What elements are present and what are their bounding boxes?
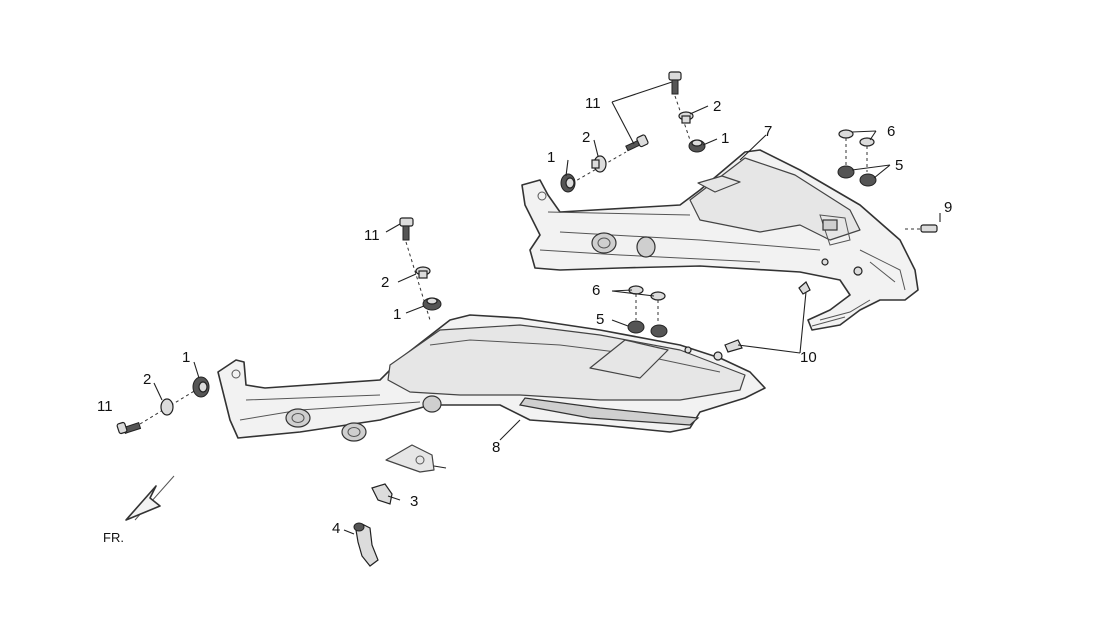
front-direction-arrow: FR. [103, 475, 175, 545]
plug-pair [724, 281, 811, 353]
side-cover-upper [521, 149, 919, 331]
callout-6-top: 6 [887, 123, 895, 140]
callout-3: 3 [410, 493, 418, 510]
callout-1-mid: 1 [393, 306, 401, 323]
callout-2-mid: 2 [381, 274, 389, 291]
callout-11-mid: 11 [364, 227, 380, 244]
callout-6-mid: 6 [592, 282, 600, 299]
clip-set-mid [627, 285, 668, 338]
callout-7: 7 [764, 123, 772, 140]
grommet-mid [422, 297, 442, 311]
callout-11-left: 11 [97, 398, 113, 415]
bracket [385, 444, 435, 473]
grommet-top [688, 139, 706, 153]
screw-right [905, 224, 938, 233]
callout-1-topleft: 1 [547, 149, 555, 166]
washer-mid [415, 266, 431, 279]
washer-left [160, 398, 174, 416]
bolt-top [668, 71, 691, 141]
callout-2-top: 2 [713, 98, 721, 115]
side-cover-lower [217, 314, 766, 442]
callout-5-mid: 5 [596, 311, 604, 328]
clip-3 [371, 483, 393, 505]
callout-4: 4 [332, 520, 340, 537]
grommet-left [192, 376, 210, 398]
grommet-topleft [560, 173, 576, 193]
clip-set-top [837, 129, 877, 187]
connector-4 [353, 522, 379, 567]
callout-5-top: 5 [895, 157, 903, 174]
callout-10: 10 [800, 349, 817, 366]
callout-2-topleft: 2 [582, 129, 590, 146]
callout-1-left: 1 [182, 349, 190, 366]
washer-topleft [591, 155, 607, 173]
callout-8: 8 [492, 439, 500, 456]
callout-1-top: 1 [721, 130, 729, 147]
washer-top [678, 111, 694, 124]
callout-2-left: 2 [143, 371, 151, 388]
callout-labels: 11 2 1 7 6 5 9 1 2 11 2 1 6 5 10 1 2 11 … [97, 95, 952, 537]
leader-lines [153, 81, 941, 535]
callout-9: 9 [944, 199, 952, 216]
front-direction-label: FR. [103, 530, 124, 545]
callout-11-top: 11 [585, 95, 601, 112]
bolt-left [116, 389, 197, 435]
